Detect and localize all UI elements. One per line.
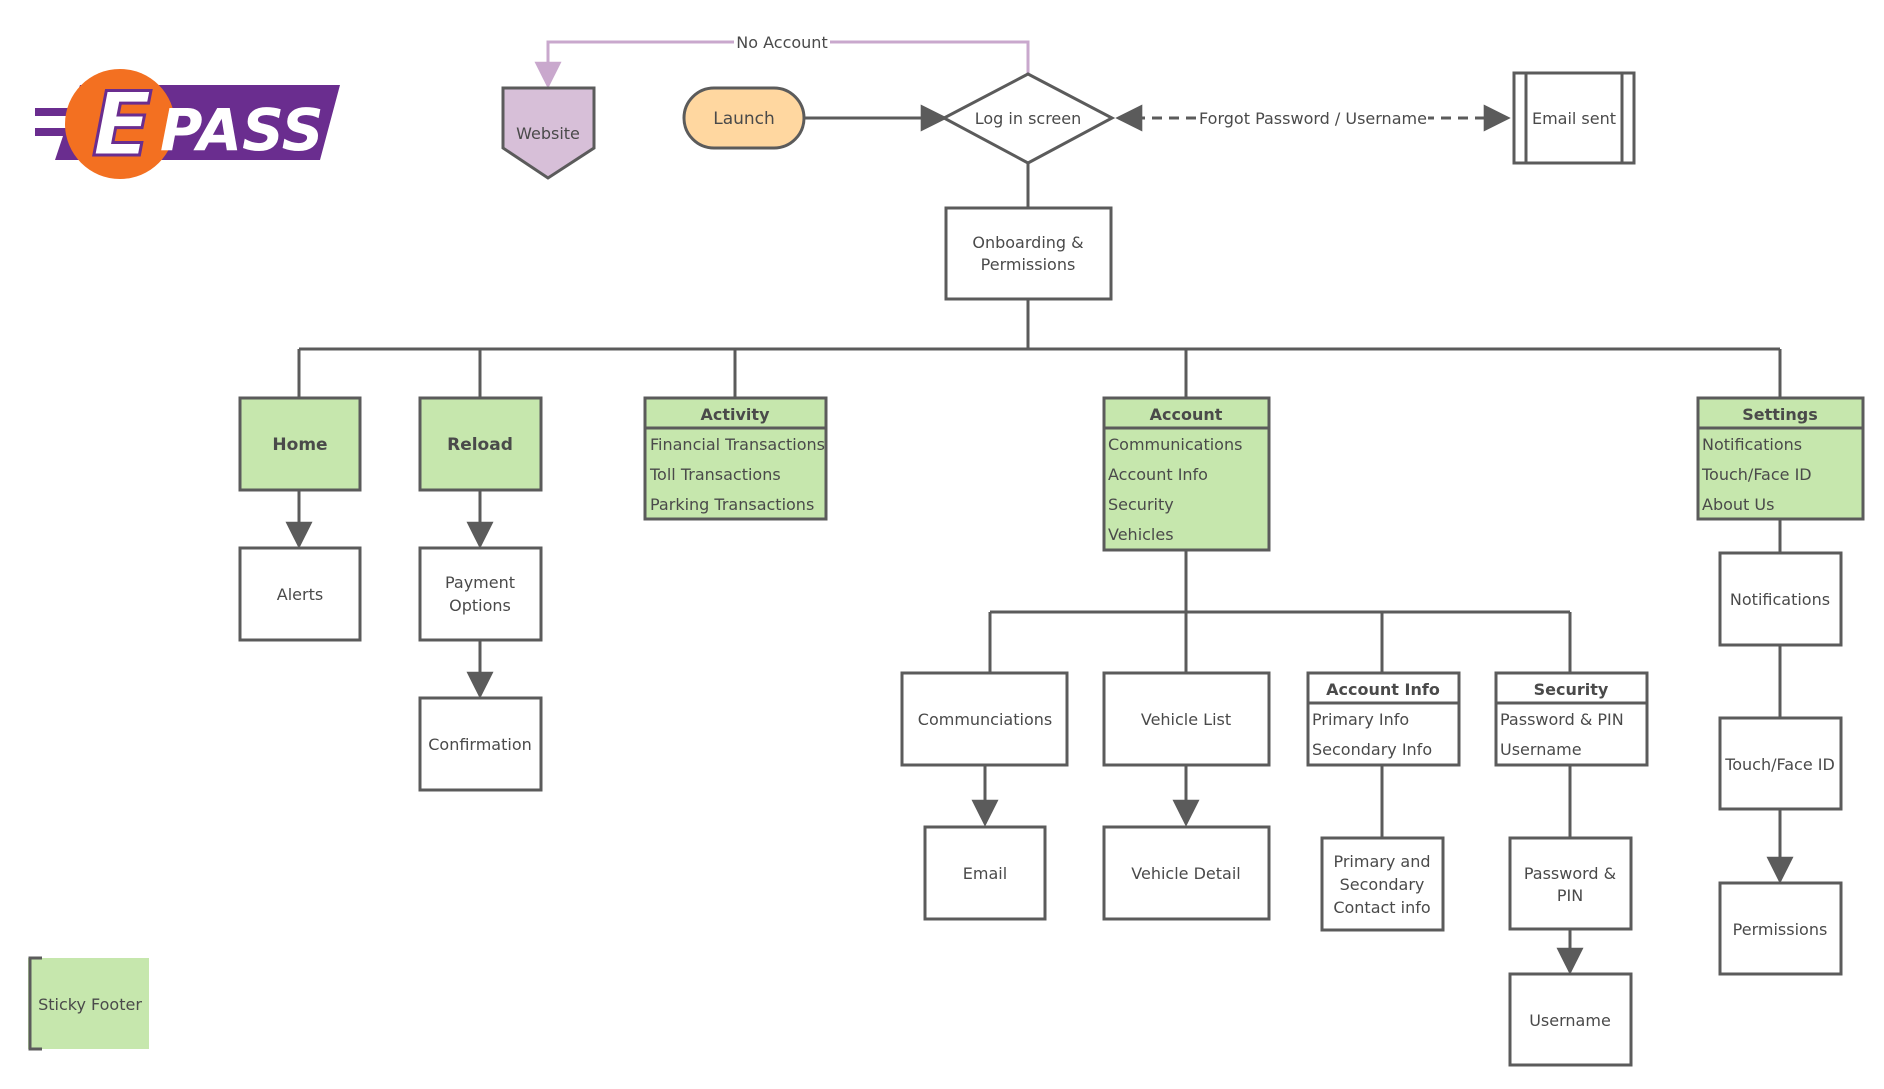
svg-text:Home: Home [272,435,327,455]
svg-text:Touch/Face ID: Touch/Face ID [1701,465,1812,484]
svg-text:Password &: Password & [1524,864,1616,883]
svg-text:E: E [92,73,152,176]
svg-text:Alerts: Alerts [277,585,323,604]
onboarding-node: Onboarding & Permissions [944,206,1113,301]
alerts-node: Alerts [238,546,362,642]
svg-text:Account Info: Account Info [1108,465,1208,484]
svg-text:Security: Security [1108,495,1174,514]
home-node: Home [238,396,362,492]
permissions-node: Permissions [1718,881,1843,976]
no-account-label: No Account [736,33,827,52]
launch-node: Launch [682,86,806,150]
confirmation-node: Confirmation [418,696,543,792]
password-pin-node: Password & PIN [1508,836,1633,931]
svg-text:Vehicles: Vehicles [1108,525,1174,544]
svg-text:Activity: Activity [701,405,771,424]
sticky-footer-legend: Sticky Footer [28,956,149,1051]
svg-text:PIN: PIN [1557,886,1583,905]
email-sent-node: Email sent [1512,71,1636,165]
svg-text:Permissions: Permissions [981,255,1076,274]
security-list-node: Security Password & PIN Username [1494,671,1649,767]
svg-text:About Us: About Us [1702,495,1774,514]
svg-text:Website: Website [516,124,580,143]
svg-text:Secondary Info: Secondary Info [1312,740,1432,759]
svg-text:Financial Transactions: Financial Transactions [650,435,825,454]
payment-options-node: Payment Options [418,546,543,642]
website-node: Website [501,86,596,180]
account-list-node: Account Communications Account Info Secu… [1102,396,1271,552]
logo-text: PASS [160,96,324,164]
svg-text:Permissions: Permissions [1733,920,1828,939]
svg-text:Password & PIN: Password & PIN [1500,710,1624,729]
contact-info-node: Primary and Secondary Contact info [1320,836,1445,932]
svg-text:Settings: Settings [1742,405,1818,424]
notifications-node: Notifications [1718,551,1843,647]
no-account-connector: No Account [534,32,1030,89]
vehicle-detail-node: Vehicle Detail [1102,825,1271,921]
svg-text:Account: Account [1150,405,1223,424]
svg-text:Communications: Communications [1108,435,1242,454]
svg-text:Payment: Payment [445,573,515,592]
svg-text:Contact info: Contact info [1333,898,1430,917]
svg-text:Username: Username [1529,1011,1611,1030]
svg-text:Sticky Footer: Sticky Footer [38,995,142,1014]
epass-logo: E PASS [35,69,340,179]
svg-text:Email sent: Email sent [1532,109,1616,128]
svg-text:Notifications: Notifications [1702,435,1802,454]
svg-text:Log in screen: Log in screen [975,109,1082,128]
svg-text:Notifications: Notifications [1730,590,1830,609]
svg-text:Onboarding &: Onboarding & [972,233,1083,252]
svg-text:Options: Options [449,596,511,615]
reload-node: Reload [418,396,543,492]
svg-text:Launch: Launch [713,109,775,129]
svg-text:Account Info: Account Info [1326,680,1440,699]
svg-text:Toll Transactions: Toll Transactions [649,465,781,484]
vehicle-list-node: Vehicle List [1102,671,1271,767]
forgot-label: Forgot Password / Username [1199,109,1427,128]
touch-face-node: Touch/Face ID [1718,716,1843,811]
svg-text:Security: Security [1534,680,1609,699]
activity-list-node: Activity Financial Transactions Toll Tra… [643,396,828,521]
svg-text:Username: Username [1500,740,1582,759]
username-node: Username [1508,972,1633,1067]
svg-text:Secondary: Secondary [1340,875,1425,894]
settings-list-node: Settings Notifications Touch/Face ID Abo… [1696,396,1865,521]
forgot-edge-label: Forgot Password / Username [1198,106,1428,130]
svg-text:Vehicle Detail: Vehicle Detail [1131,864,1240,883]
svg-text:Primary and: Primary and [1333,852,1430,871]
communciations-node: Communciations [900,671,1069,767]
svg-text:Email: Email [963,864,1007,883]
svg-text:Reload: Reload [447,435,513,455]
svg-text:Vehicle List: Vehicle List [1141,710,1231,729]
svg-text:Touch/Face ID: Touch/Face ID [1724,755,1835,774]
svg-text:Parking Transactions: Parking Transactions [650,495,814,514]
email-node: Email [923,825,1047,921]
account-info-list-node: Account Info Primary Info Secondary Info [1306,671,1461,767]
svg-text:Confirmation: Confirmation [428,735,532,754]
svg-text:Communciations: Communciations [918,710,1052,729]
svg-text:Primary Info: Primary Info [1312,710,1409,729]
login-decision-node: Log in screen [940,72,1116,165]
